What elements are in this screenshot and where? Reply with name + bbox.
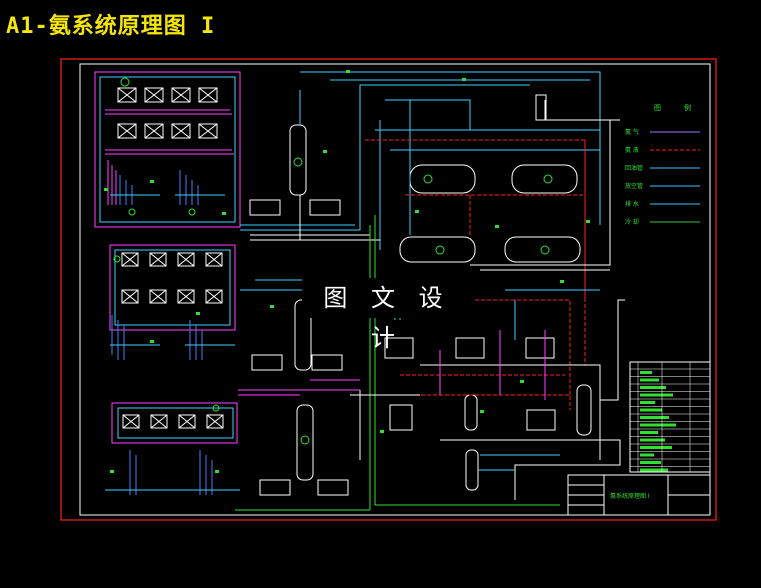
- legend-header-left: 图: [654, 104, 661, 112]
- outer-border: [60, 58, 717, 521]
- instrument-marks: [104, 70, 590, 473]
- titleblock-cell-text: [640, 371, 652, 374]
- titleblock-cell-text: [640, 453, 654, 457]
- legend-header-right: 例: [684, 103, 691, 112]
- titleblock-cell-text: [640, 431, 658, 434]
- legend-item-label: 回油管: [625, 164, 643, 172]
- titleblock-cell-text: [640, 393, 673, 397]
- evaporator-group-2: [109, 244, 236, 360]
- receivers: [399, 164, 581, 263]
- legend-item-label: 排 水: [625, 200, 639, 208]
- evaporator-group-3: [105, 402, 240, 495]
- titleblock-cell-text: [640, 401, 655, 404]
- titleblock-cell-text: [640, 446, 672, 449]
- titleblock-cell-text: [640, 386, 666, 389]
- titleblock-cell-text: [640, 423, 676, 427]
- inner-border: [79, 63, 711, 516]
- legend-item-label: 氨 液: [625, 146, 639, 154]
- pipe-network: [235, 71, 625, 511]
- legend-item-label: 放空管: [625, 182, 643, 190]
- watermark: 图 文 设 计: [302, 278, 472, 352]
- titleblock-cell-text: [640, 378, 659, 382]
- titleblock-cell-text: [640, 416, 669, 419]
- title-block: 氨系统原理图 I: [567, 361, 711, 516]
- legend-item-label: 氨 气: [625, 128, 639, 136]
- legend-item-label: 冷 却: [625, 218, 639, 226]
- titleblock-cell-text: [640, 438, 665, 442]
- compressors: [249, 199, 556, 496]
- evaporator-group-1: [94, 71, 241, 228]
- page-title: A1-氨系统原理图 I: [6, 14, 216, 39]
- titleblock-cell-text: [640, 468, 668, 472]
- drawing-name: 氨系统原理图 I: [610, 492, 650, 500]
- titleblock-cell-text: [640, 408, 662, 412]
- titleblock-cell-text: [640, 461, 661, 464]
